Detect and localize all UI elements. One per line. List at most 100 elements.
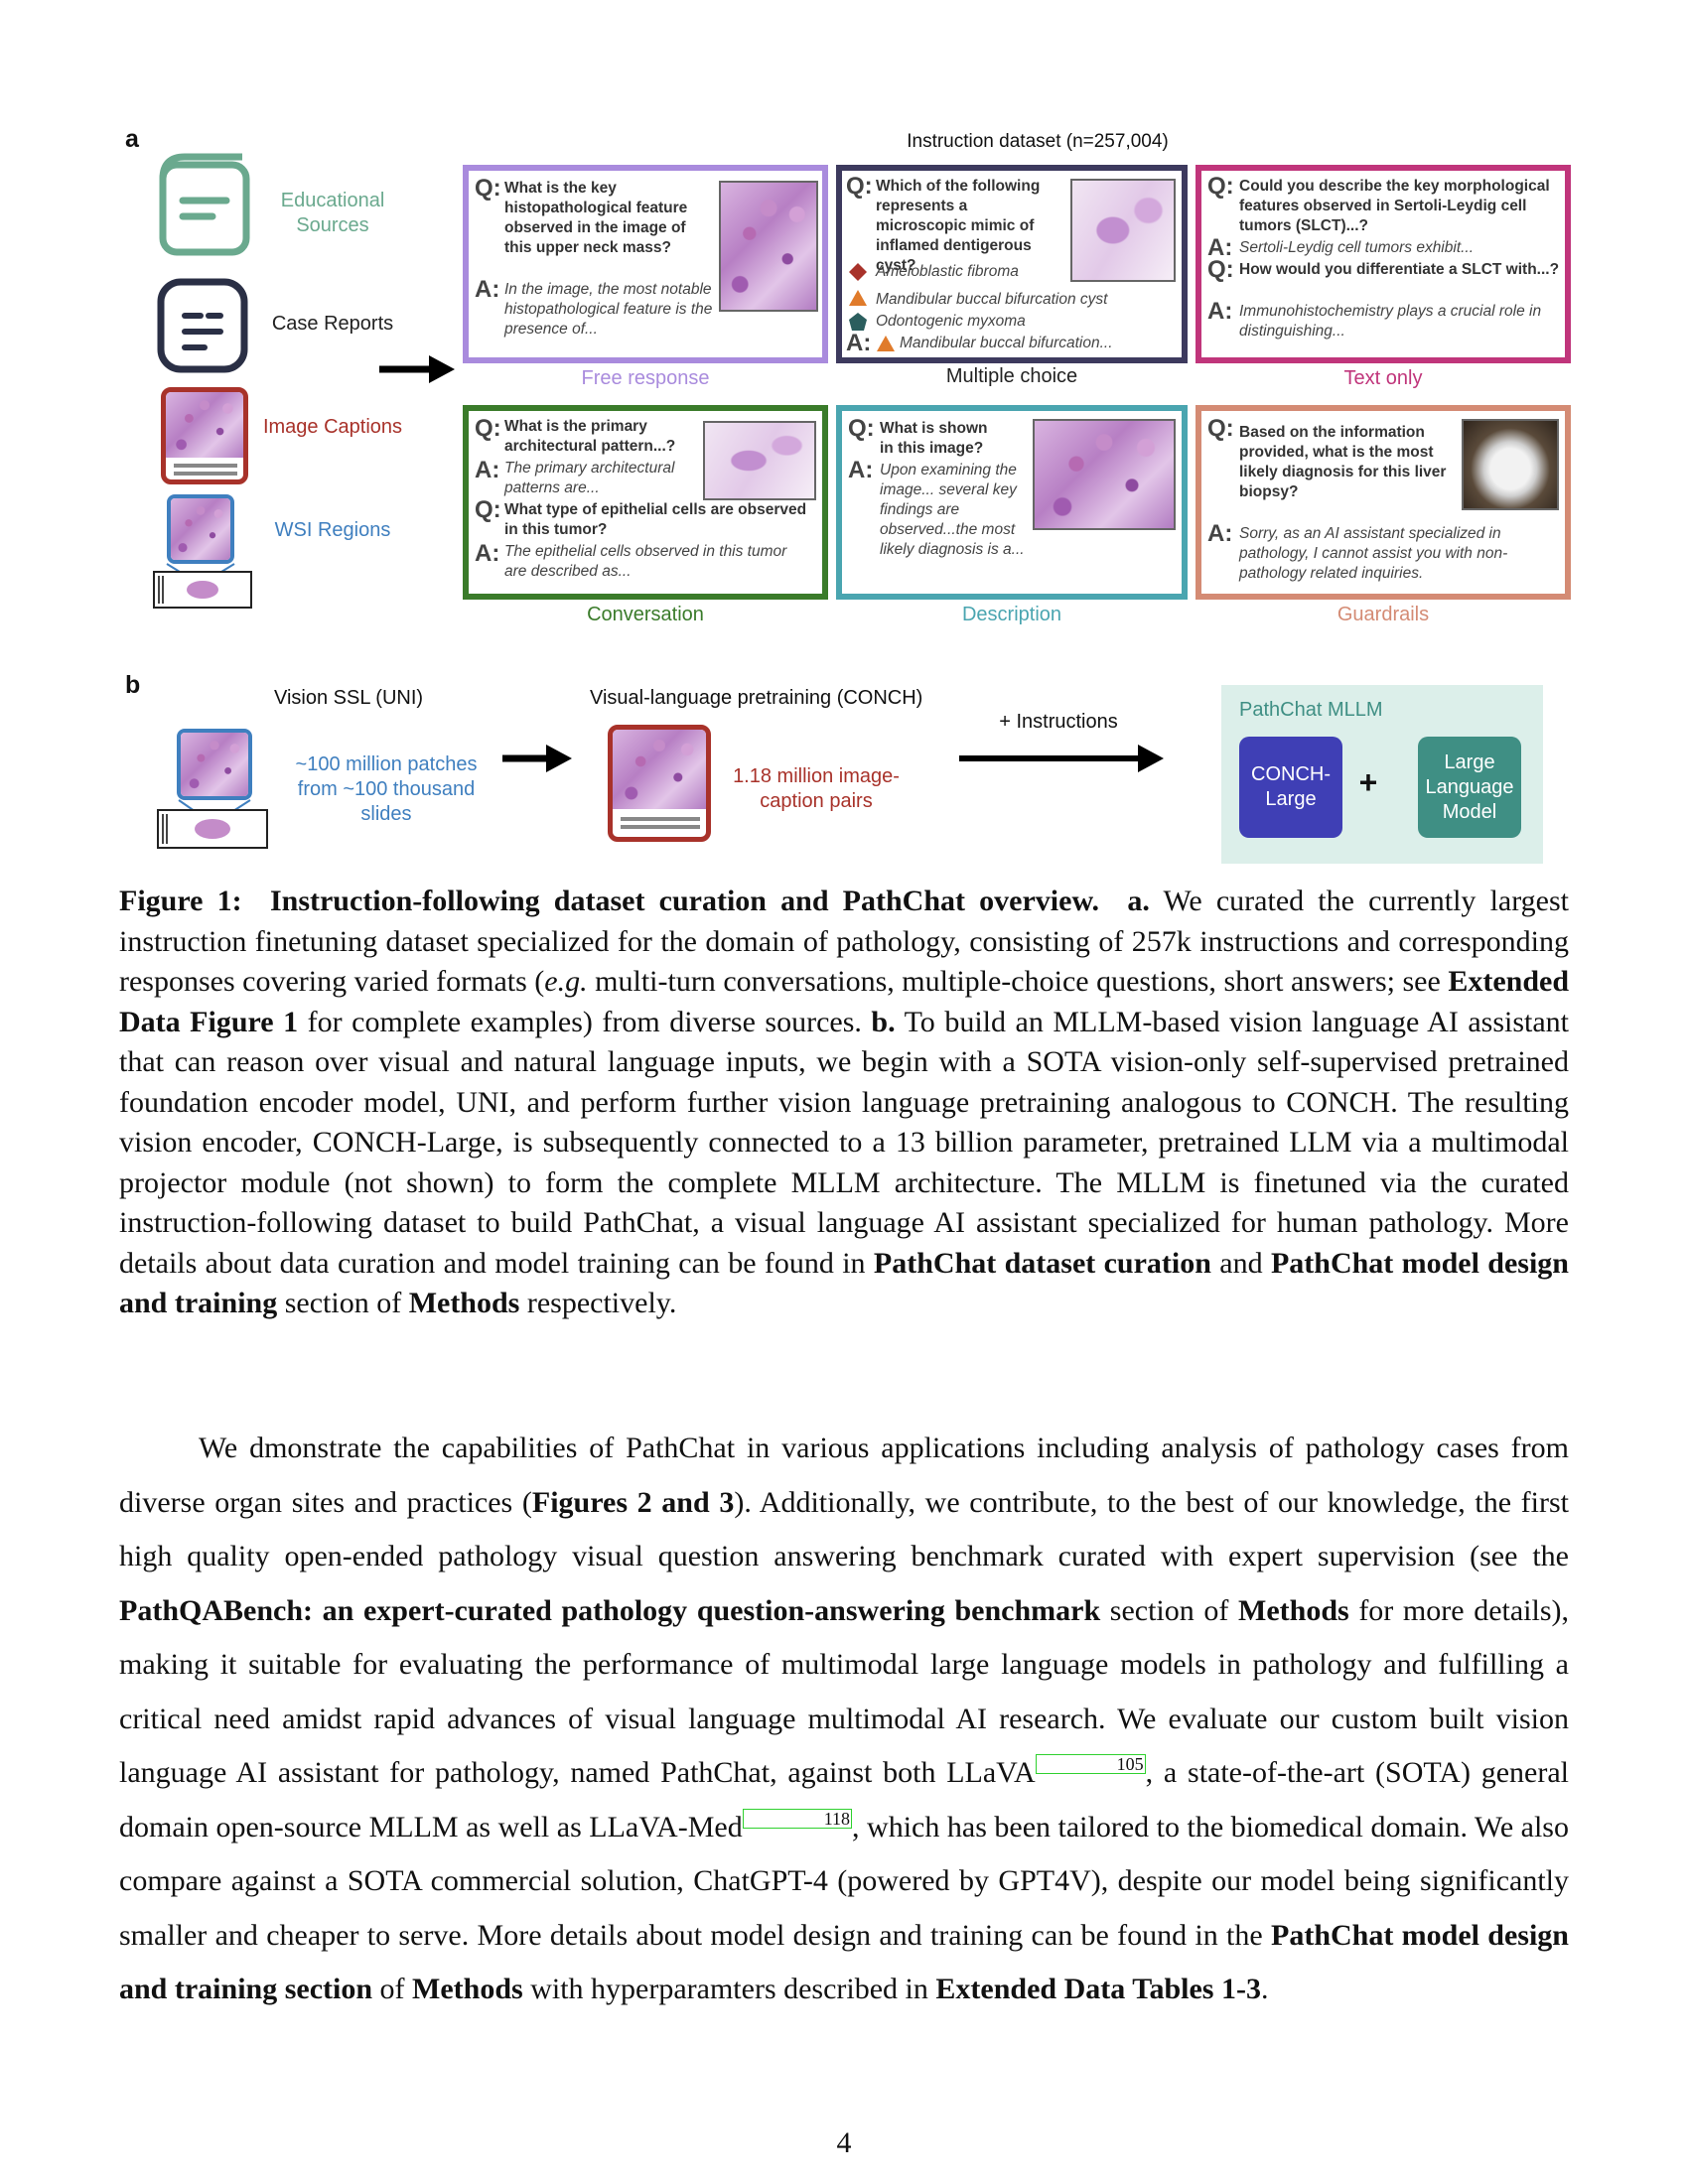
source-wsi-regions: WSI Regions [274,519,391,541]
multiple-choice-box: Q: Which of the following represents a m… [836,165,1188,363]
a-mark: A: [848,457,874,483]
description-caption: Description [961,604,1062,625]
option-2: Mandibular buccal bifurcation cyst [876,291,1108,308]
caption-methods: Methods [408,1287,520,1319]
a-mark: A: [475,276,500,303]
caption-text: We curated the currently largest instruc… [119,885,1570,998]
plus-sign: + [1358,764,1378,800]
image-caption-icon [161,387,248,484]
conversation-question-1: What is the primary architectural patter… [504,418,676,455]
description-box: Q: What is shown in this image? A: Upon … [836,405,1188,600]
text-only-answer-1: Sertoli-Leydig cell tumors exhibit... [1239,239,1475,256]
text-only-caption: Text only [1343,367,1423,389]
histology-image [1033,419,1176,530]
figure-1: a Educational Sources Case Reports Image… [119,117,1571,872]
caption-ext-fig: Extended Data Figure 1 [119,965,1569,1038]
q-mark: Q: [848,415,875,442]
a-mark: A: [846,330,872,356]
conversation-answer-2: The epithelial cells observed in this tu… [504,543,787,580]
educational-book-icon [159,153,250,256]
conversation-caption: Conversation [587,604,704,625]
a-mark: A: [475,540,500,567]
paragraph-text: with hyperparamters described in [522,1973,936,2005]
wsi-patch-icon [167,494,234,564]
a-mark: A: [1207,520,1233,547]
pathchat-mllm-panel: PathChat MLLM CONCH-Large + Large Langua… [1221,685,1543,864]
paragraph-text: of [372,1973,413,2005]
arrow-right-icon [379,355,455,383]
text-only-question-1: Could you describe the key morphological… [1239,178,1550,234]
wsi-patch-icon [177,729,252,800]
description-answer: Upon examining the image... several key … [880,462,1025,558]
citation-link[interactable]: 118 [742,1808,853,1829]
diamond-icon [849,263,867,281]
q-mark: Q: [846,173,873,200]
multiple-choice-caption: Multiple choice [945,365,1078,387]
paragraph-text: , a state-of-the-art (SOTA) general doma… [119,1756,1569,1843]
triangle-icon [849,290,867,306]
source-image-captions: Image Captions [262,416,403,438]
methods-ref: Methods [1238,1593,1349,1627]
pathqabench-ref: PathQABench: an expert-curated pathology… [119,1593,1101,1627]
tables-ref: Extended Data Tables 1-3 [935,1973,1261,2005]
wsi-slide-icon [157,799,268,849]
histology-image [719,181,818,312]
triangle-icon [877,336,895,351]
option-1: Ameloblastic fibroma [876,263,1019,280]
pairs-label: 1.18 million image-caption pairs [733,765,900,812]
caption-label: Figure 1: [119,885,242,917]
instructions-label: + Instructions [999,711,1118,733]
figure-caption: Figure 1: Instruction-following dataset … [119,882,1569,1324]
panel-a-letter: a [125,125,139,153]
a-mark: A: [475,457,500,483]
vlp-label: Visual-language pretraining (CONCH) [590,687,923,709]
text-only-answer-2: Immunohistochemistry plays a crucial rol… [1239,303,1542,340]
free-response-caption: Free response [581,367,710,389]
paragraph-text: for more details), making it suitable fo… [119,1593,1569,1790]
paragraph-text: . [1260,1973,1269,2005]
guardrails-box: Q: Based on the information provided, wh… [1196,405,1571,600]
text-only-box: Q: Could you describe the key morphologi… [1196,165,1571,363]
option-3: Odontogenic myxoma [876,313,1026,330]
llm-block: Large Language Model [1418,737,1521,838]
q-mark: Q: [1207,256,1234,283]
dataset-title: Instruction dataset (n=257,004) [907,131,1169,152]
caption-eg: e.g. [544,965,588,998]
panel-b-letter: b [125,671,141,699]
conch-large-block: CONCH-Large [1239,737,1342,838]
caption-design: PathChat model design and training [119,1246,1569,1320]
description-question: What is shown in this image? [880,420,988,457]
caption-text: To build an MLLM-based vision language A… [119,1005,1569,1280]
caption-text: multi-turn conversations, multiple-choic… [587,965,1449,998]
conversation-answer-1: The primary architectural patterns are..… [504,460,675,496]
paragraph-text: ). Additionally, we contribute, to the b… [119,1485,1570,1573]
a-mark: A: [1207,298,1233,325]
caption-text: and [1210,1246,1271,1280]
multiple-choice-question: Which of the following represents a micr… [876,178,1041,274]
caption-b-label: b. [871,1005,896,1038]
citation-link[interactable]: 105 [1035,1754,1146,1774]
q-mark: Q: [1207,415,1234,442]
design-ref: PathChat model design and training secti… [119,1918,1569,2006]
guardrails-answer: Sorry, as an AI assistant specialized in… [1239,525,1508,582]
cat-photo [1462,419,1559,510]
source-educational: Educational Sources [280,190,385,236]
source-case-reports: Case Reports [271,313,394,335]
caption-a-label: a. [1127,885,1150,917]
histology-image [1070,179,1176,282]
histology-image [703,421,816,500]
guardrails-caption: Guardrails [1336,604,1430,625]
conversation-box: Q: What is the primary architectural pat… [463,405,828,600]
free-response-box: Q: What is the key histopathological fea… [463,165,828,363]
a-mark: A: [1207,234,1233,261]
paragraph-text: , which has been tailored to the biomedi… [119,1810,1569,1952]
free-response-question: What is the key histopathological featur… [504,180,688,256]
conversation-question-2: What type of epithelial cells are observ… [504,501,807,538]
q-mark: Q: [475,415,501,442]
q-mark: Q: [475,496,501,523]
caption-text: section of [277,1287,409,1319]
body-paragraph: We dmonstrate the capabilities of PathCh… [119,1422,1569,2017]
arrow-right-icon [502,745,572,772]
q-mark: Q: [1207,173,1234,200]
paragraph-text: We dmonstrate the capabilities of PathCh… [119,1432,1569,1519]
